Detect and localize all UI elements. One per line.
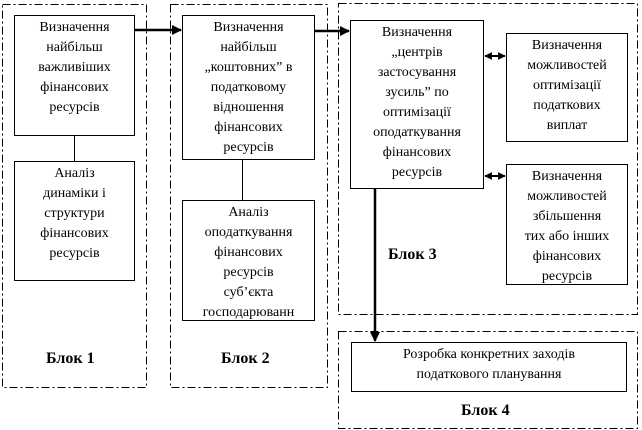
box-text: Аналіз оподаткування фінансових ресурсів…: [202, 205, 295, 320]
block-1-label: Блок 1: [46, 350, 95, 367]
box-text: Визначення „центрів застосування зусиль”…: [373, 25, 461, 180]
box-text: Розробка конкретних заходів податкового …: [402, 347, 576, 382]
block-4-label: Блок 4: [461, 402, 510, 419]
box-taxation-analysis: Аналіз оподаткування фінансових ресурсів…: [182, 200, 315, 321]
box-text: Визначення найбільш „коштовних” в податк…: [204, 20, 293, 155]
box-costly-resources: Визначення найбільш „коштовних” в податк…: [182, 15, 315, 160]
block-3-label: Блок 3: [388, 246, 437, 263]
box-text: Визначення найбільш важливіших фінансови…: [38, 20, 111, 115]
block-2-label: Блок 2: [221, 350, 270, 367]
block-2-frame: [170, 4, 328, 388]
box-text: Визначення можливостей оптимізації подат…: [527, 38, 607, 133]
block-1-frame: [2, 4, 147, 388]
block-3-frame: [338, 3, 638, 315]
box-resource-increase: Визначення можливостей збільшення тих аб…: [506, 164, 628, 285]
block-4-frame: [338, 331, 638, 429]
box-payment-optimization: Визначення можливостей оптимізації подат…: [506, 33, 628, 142]
box-dynamics-analysis: Аналіз динаміки і структури фінансових р…: [14, 161, 135, 281]
box-important-resources: Визначення найбільш важливіших фінансови…: [14, 15, 135, 136]
box-tax-planning-measures: Розробка конкретних заходів податкового …: [351, 342, 627, 392]
box-effort-centers: Визначення „центрів застосування зусиль”…: [350, 20, 484, 189]
box-text: Визначення можливостей збільшення тих аб…: [524, 169, 610, 284]
box-text: Аналіз динаміки і структури фінансових р…: [40, 166, 109, 261]
